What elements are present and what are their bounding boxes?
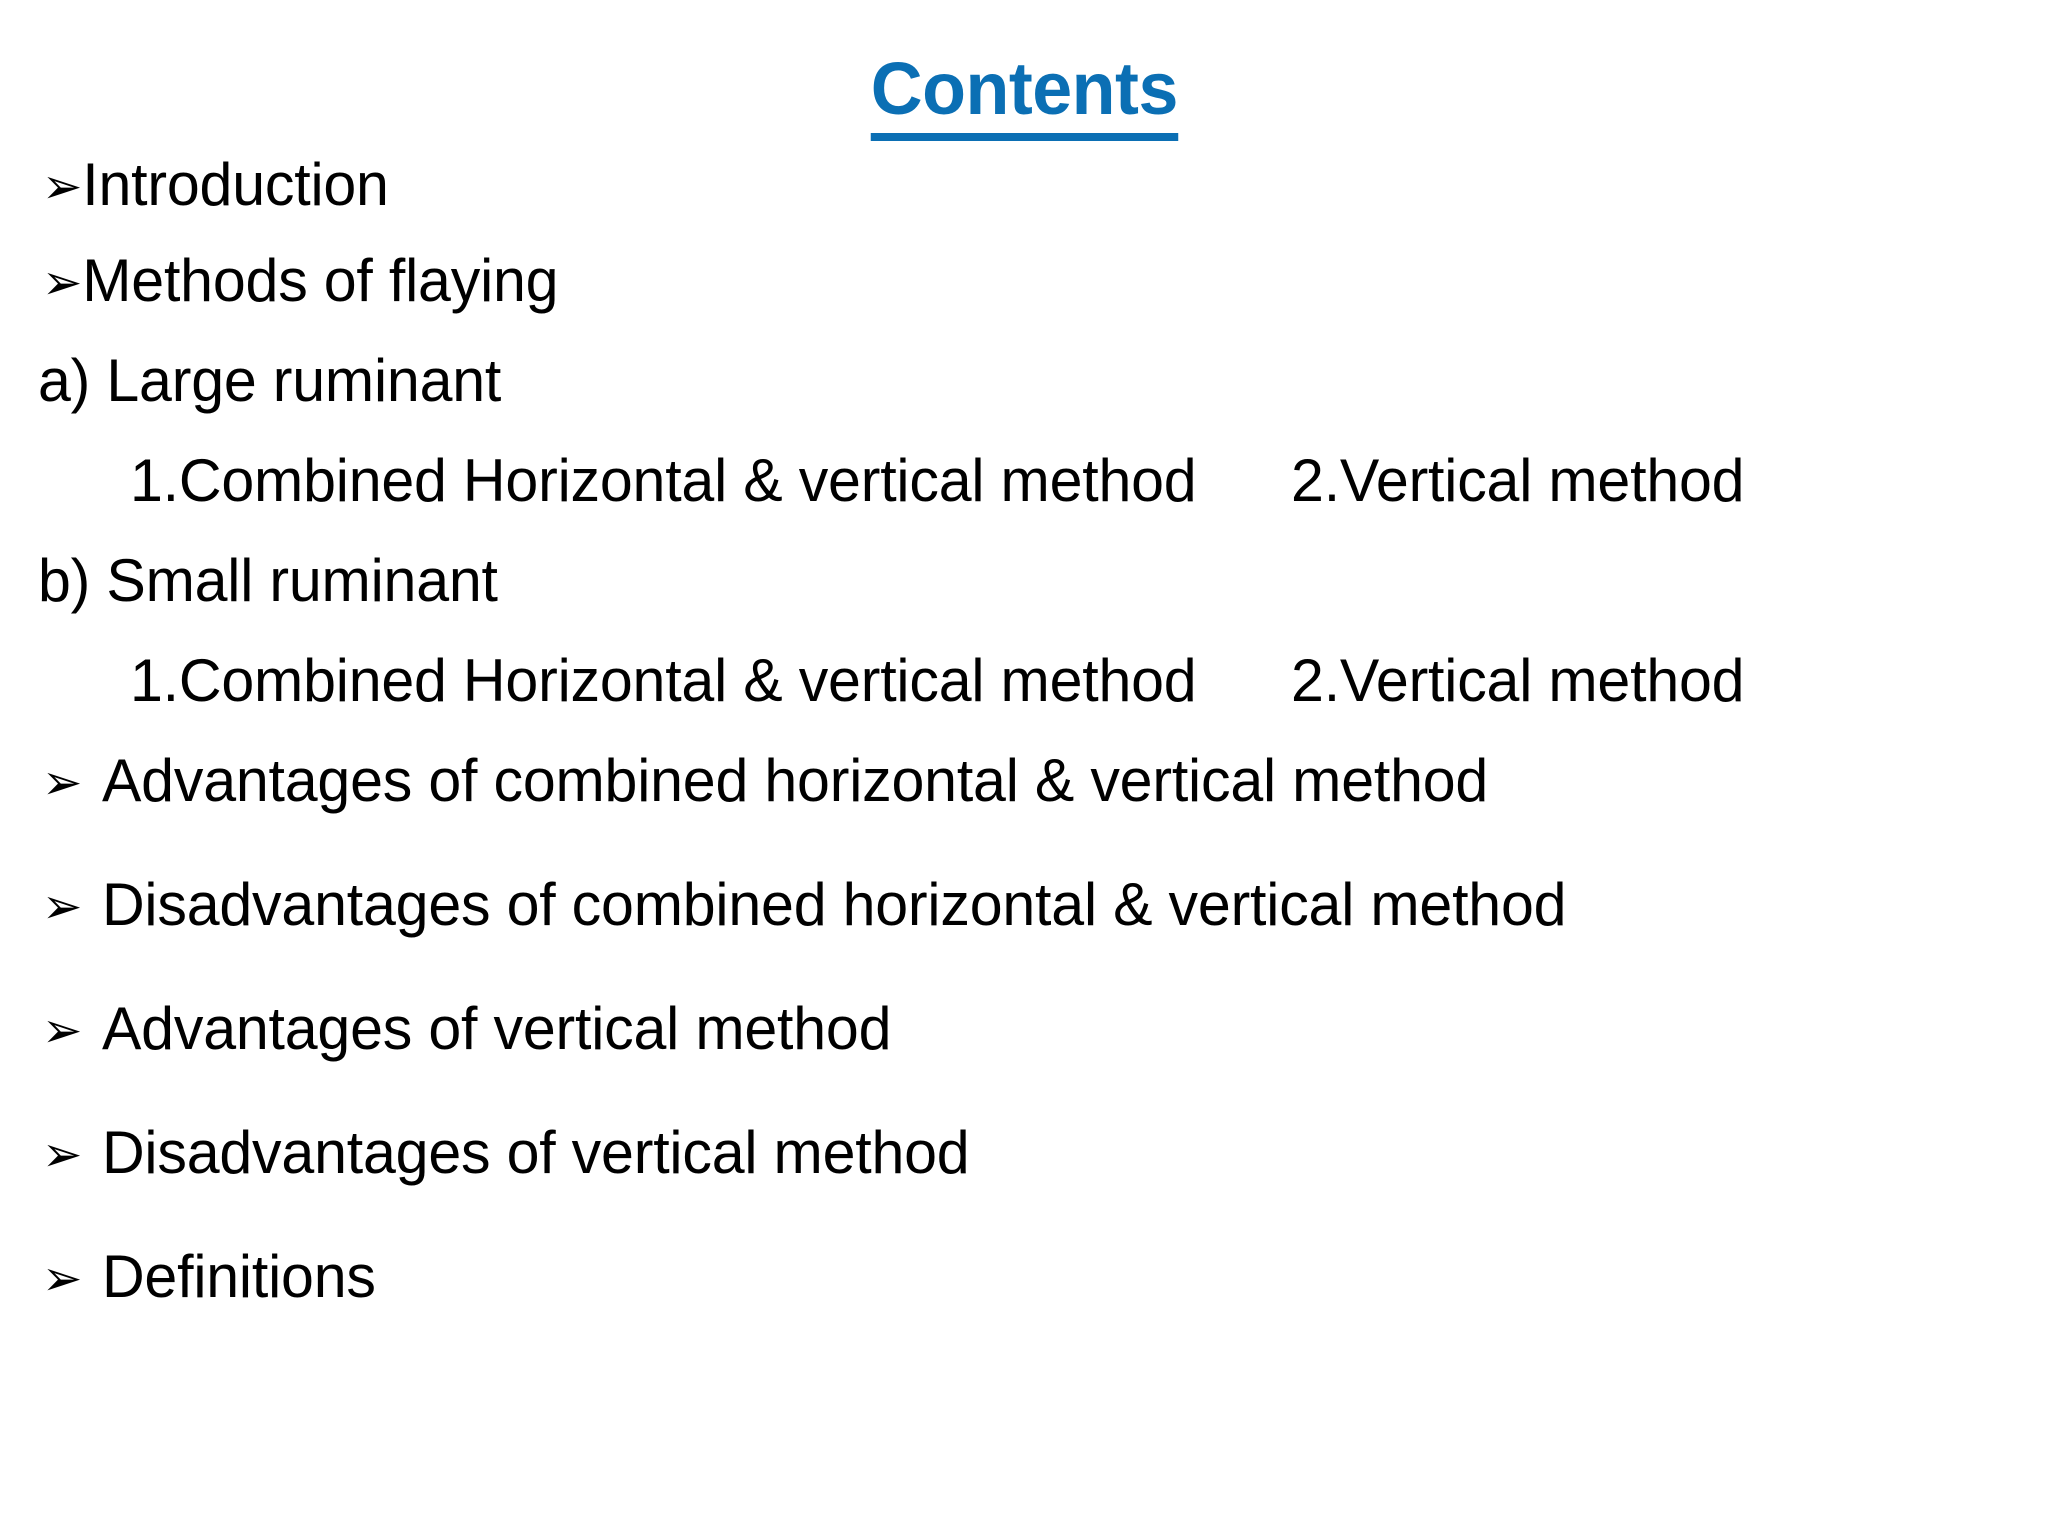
slide-title-container: Contents [0, 52, 2048, 141]
list-item-label: a) Large ruminant [38, 347, 502, 414]
list-item-small-ruminant[interactable]: b) Small ruminant [38, 546, 2048, 616]
list-item-label: b) Small ruminant [38, 547, 498, 614]
list-item-label: Disadvantages of combined horizontal & v… [101, 871, 1567, 938]
page-title: Contents [870, 52, 1178, 141]
list-item-large-ruminant-methods[interactable]: 1.Combined Horizontal & vertical method 2… [130, 446, 2048, 516]
sub-item-label-1: 1.Combined Horizontal & vertical method [130, 647, 1197, 714]
list-item-label: Advantages of vertical method [101, 995, 892, 1062]
list-item-small-ruminant-methods[interactable]: 1.Combined Horizontal & vertical method 2… [130, 646, 2048, 716]
arrow-bullet-icon: ➢ [42, 254, 83, 311]
list-item-introduction[interactable]: ➢Introduction [42, 150, 2048, 224]
contents-list: ➢Introduction ➢Methods of flaying a) Lar… [0, 150, 2048, 1536]
list-item-label: Disadvantages of vertical method [101, 1119, 970, 1186]
list-item-label: Definitions [101, 1243, 376, 1310]
arrow-bullet-icon: ➢ [42, 1250, 83, 1307]
sub-item-label-2: 2.Vertical method [1291, 447, 1745, 514]
list-item-disadvantages-vertical[interactable]: ➢ Disadvantages of vertical method [42, 1118, 2048, 1192]
list-item-advantages-combined[interactable]: ➢ Advantages of combined horizontal & ver… [42, 746, 2048, 820]
list-item-label: Advantages of combined horizontal & vert… [101, 747, 1489, 814]
list-item-advantages-vertical[interactable]: ➢ Advantages of vertical method [42, 994, 2048, 1068]
sub-item-label-2: 2.Vertical method [1291, 647, 1745, 714]
list-item-methods-of-flaying[interactable]: ➢Methods of flaying [42, 246, 2048, 320]
arrow-bullet-icon: ➢ [42, 1002, 83, 1059]
arrow-bullet-icon: ➢ [42, 1126, 83, 1183]
sub-item-label-1: 1.Combined Horizontal & vertical method [130, 447, 1197, 514]
list-item-large-ruminant[interactable]: a) Large ruminant [38, 346, 2048, 416]
list-item-label: Introduction [82, 151, 389, 218]
list-item-definitions[interactable]: ➢ Definitions [42, 1242, 2048, 1316]
arrow-bullet-icon: ➢ [42, 878, 83, 935]
arrow-bullet-icon: ➢ [42, 754, 83, 811]
list-item-disadvantages-combined[interactable]: ➢ Disadvantages of combined horizontal & … [42, 870, 2048, 944]
list-item-label: Methods of flaying [82, 247, 559, 314]
arrow-bullet-icon: ➢ [42, 158, 83, 215]
